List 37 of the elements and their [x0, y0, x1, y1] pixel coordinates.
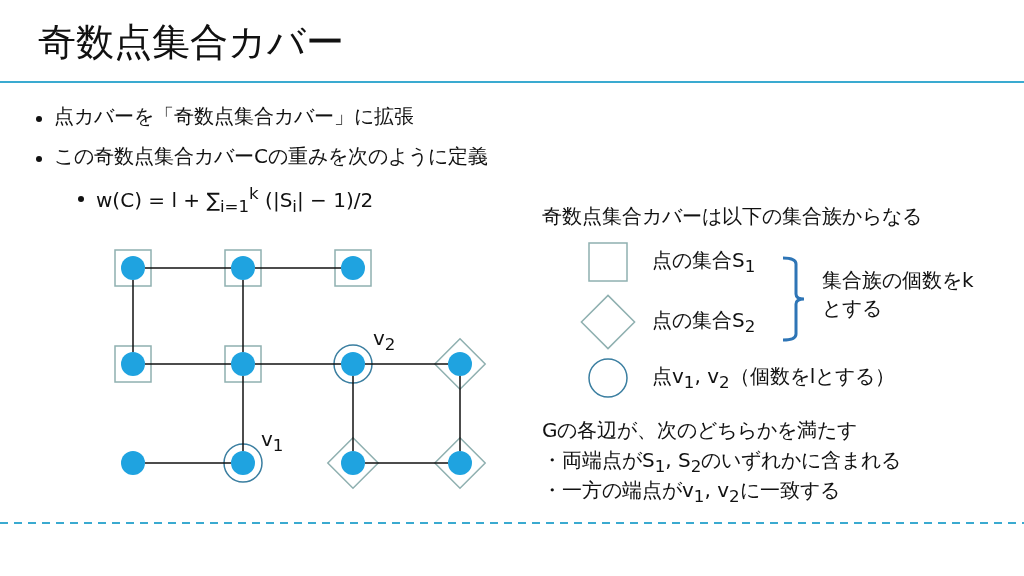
bullet-text: 点カバーを「奇数点集合カバー」に拡張: [54, 104, 414, 128]
graph-edge: [144, 462, 232, 464]
legend-text: 点v$_{1}$, v$_{2}$（個数をlとする）: [652, 364, 896, 393]
vertex-dot: [341, 451, 365, 475]
vertex-dot: [231, 256, 255, 280]
slide-title: 奇数点集合カバー: [38, 20, 344, 66]
bullet-text: この奇数点集合カバーCの重みを次のように定義: [54, 144, 488, 168]
graph-edge: [254, 363, 342, 365]
graph-edge: [352, 375, 354, 452]
vertex-dot: [341, 352, 365, 376]
condition-text: ・両端点がS$_{1}$, S$_{2}$のいずれかに含まれる: [542, 448, 902, 477]
graph-edge: [242, 279, 244, 353]
condition-text: ・一方の端点がv$_{1}$, v$_{2}$に一致する: [542, 478, 840, 507]
heading-text: 奇数点集合カバーは以下の集合族からなる: [542, 204, 922, 228]
vertex-dot: [121, 256, 145, 280]
legend-text: 点の集合S$_{2}$: [652, 308, 756, 337]
graph-edge: [459, 375, 461, 452]
vertex-dot: [231, 352, 255, 376]
vertex-label: v$_{1}$: [261, 427, 284, 456]
graph-edge: [364, 363, 449, 365]
vertex-dot: [448, 451, 472, 475]
vertex-dot: [121, 352, 145, 376]
graph-edge: [144, 363, 232, 365]
condition-text: Gの各辺が、次のどちらかを満たす: [542, 418, 858, 442]
vertex-dot: [448, 352, 472, 376]
vertex-label: v$_{2}$: [373, 326, 396, 355]
vertex-dot: [231, 451, 255, 475]
graph-edge: [242, 375, 244, 452]
legend-text: 点の集合S$_{1}$: [652, 248, 756, 277]
vertex-dot: [121, 451, 145, 475]
formula-text: w(C) = l + ∑$_{i=1}$$^{k}$ (|S$_{i}$| − 1)/2: [96, 184, 374, 217]
graph-edge: [364, 462, 449, 464]
bracket-note: 集合族の個数をkとする: [822, 267, 975, 322]
graph-edge: [254, 267, 342, 269]
graph-edge: [132, 279, 134, 353]
graph-edge: [144, 267, 232, 269]
vertex-dot: [341, 256, 365, 280]
